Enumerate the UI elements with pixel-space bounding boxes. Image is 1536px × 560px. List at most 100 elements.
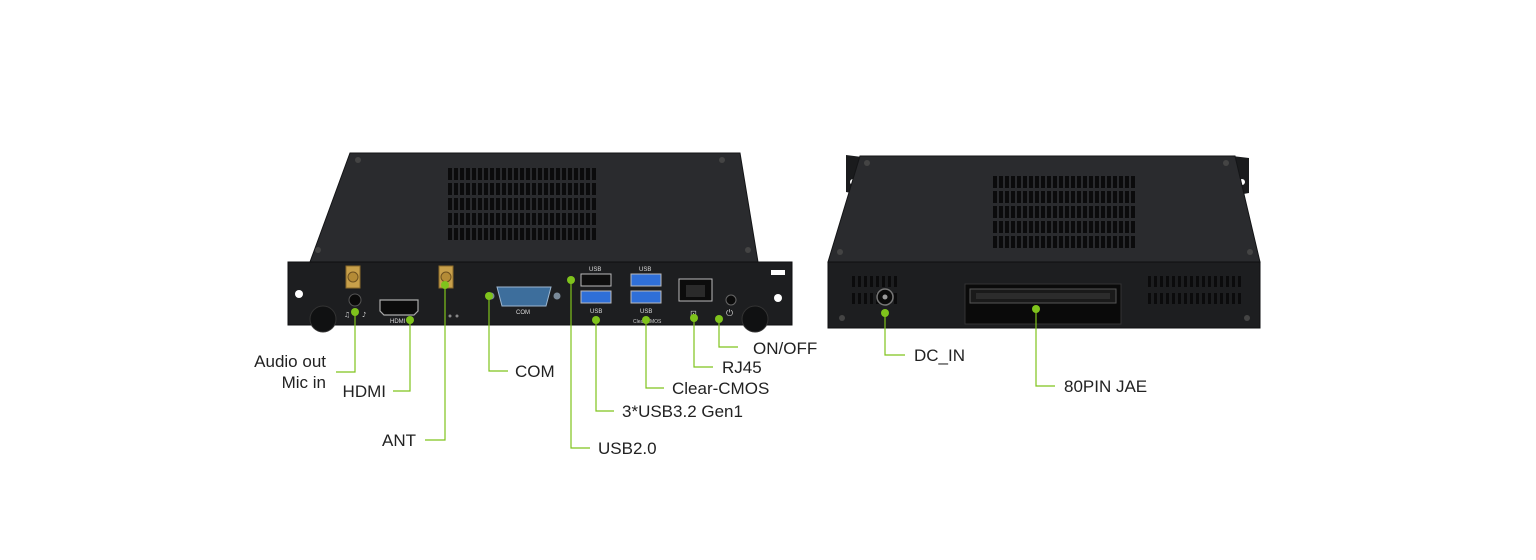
vent-slot bbox=[876, 276, 879, 287]
vent-slot bbox=[1131, 221, 1135, 233]
vent-slot bbox=[1011, 206, 1015, 218]
vent-slot bbox=[1232, 276, 1235, 287]
vent-slot bbox=[592, 228, 596, 240]
rear-side-vent-right bbox=[1148, 276, 1241, 304]
vent-slot bbox=[466, 198, 470, 210]
vent-slot bbox=[1184, 293, 1187, 304]
vent-slot bbox=[1190, 293, 1193, 304]
vent-slot bbox=[1035, 236, 1039, 248]
vent-slot bbox=[1041, 221, 1045, 233]
vent-slot bbox=[520, 183, 524, 195]
vent-slot bbox=[1059, 221, 1063, 233]
vent-slot bbox=[1059, 176, 1063, 188]
vent-slot bbox=[472, 228, 476, 240]
vent-slot bbox=[1041, 191, 1045, 203]
vent-slot bbox=[894, 293, 897, 304]
usb-port-mark: USB bbox=[639, 267, 651, 273]
vent-slot bbox=[1178, 276, 1181, 287]
jae-connector-pins bbox=[976, 293, 1110, 299]
vent-slot bbox=[1214, 276, 1217, 287]
vent-slot bbox=[858, 293, 861, 304]
leader-line-usb2 bbox=[570, 280, 590, 449]
vent-slot bbox=[1041, 236, 1045, 248]
vent-slot bbox=[460, 213, 464, 225]
vent-slot bbox=[562, 183, 566, 195]
vent-slot bbox=[460, 183, 464, 195]
vent-slot bbox=[514, 213, 518, 225]
vent-slot bbox=[496, 198, 500, 210]
vent-slot bbox=[1125, 236, 1129, 248]
hdmi-port bbox=[379, 299, 419, 316]
vent-slot bbox=[526, 228, 530, 240]
leader-line-rj45 bbox=[693, 318, 713, 368]
vent-slot bbox=[580, 228, 584, 240]
vent-slot bbox=[1131, 236, 1135, 248]
vent-slot bbox=[466, 213, 470, 225]
vent-slot bbox=[1125, 176, 1129, 188]
vent-slot bbox=[1077, 206, 1081, 218]
vent-slot bbox=[568, 168, 572, 180]
callout-dc-in: DC_IN bbox=[914, 346, 966, 365]
vent-slot bbox=[1005, 191, 1009, 203]
vent-slot bbox=[1101, 206, 1105, 218]
leader-line-hdmi bbox=[393, 320, 411, 392]
vent-slot bbox=[580, 213, 584, 225]
leader-line-usb3 bbox=[595, 320, 614, 412]
front-vent-grille bbox=[448, 168, 596, 240]
vent-slot bbox=[514, 228, 518, 240]
vent-slot bbox=[574, 183, 578, 195]
vent-slot bbox=[502, 198, 506, 210]
vent-slot bbox=[1017, 191, 1021, 203]
leader-dot bbox=[406, 316, 414, 324]
vent-slot bbox=[1011, 236, 1015, 248]
vent-slot bbox=[1154, 276, 1157, 287]
vent-slot bbox=[1172, 293, 1175, 304]
vent-slot bbox=[1148, 293, 1151, 304]
vent-slot bbox=[1190, 276, 1193, 287]
vent-slot bbox=[502, 213, 506, 225]
vent-slot bbox=[454, 168, 458, 180]
vent-slot bbox=[1035, 206, 1039, 218]
vent-slot bbox=[1119, 221, 1123, 233]
vent-slot bbox=[1029, 191, 1033, 203]
vent-slot bbox=[574, 213, 578, 225]
vent-slot bbox=[532, 183, 536, 195]
vent-slot bbox=[538, 168, 542, 180]
vent-slot bbox=[1107, 236, 1111, 248]
vent-slot bbox=[490, 228, 494, 240]
leader-line-onoff bbox=[718, 319, 738, 348]
vent-slot bbox=[1035, 191, 1039, 203]
vent-slot bbox=[999, 176, 1003, 188]
network-icon: ⊡ bbox=[690, 309, 697, 318]
vent-slot bbox=[1232, 293, 1235, 304]
vent-slot bbox=[562, 168, 566, 180]
vent-slot bbox=[1029, 206, 1033, 218]
vent-slot bbox=[454, 183, 458, 195]
vent-slot bbox=[1083, 236, 1087, 248]
vent-slot bbox=[1065, 176, 1069, 188]
vent-slot bbox=[1113, 191, 1117, 203]
vent-slot bbox=[999, 236, 1003, 248]
vent-slot bbox=[550, 228, 554, 240]
vent-slot bbox=[1059, 206, 1063, 218]
vent-slot bbox=[586, 213, 590, 225]
screw bbox=[1244, 315, 1250, 321]
vent-slot bbox=[852, 293, 855, 304]
leader-line-dcin bbox=[884, 313, 905, 356]
vent-slot bbox=[1208, 293, 1211, 304]
vent-slot bbox=[1005, 176, 1009, 188]
vent-slot bbox=[1095, 236, 1099, 248]
usb3-port bbox=[630, 273, 662, 287]
usb-port-mark: USB bbox=[640, 309, 652, 315]
vent-slot bbox=[1071, 191, 1075, 203]
vent-slot bbox=[1095, 191, 1099, 203]
vent-slot bbox=[592, 213, 596, 225]
vent-slot bbox=[586, 228, 590, 240]
vent-slot bbox=[894, 276, 897, 287]
vent-slot bbox=[1101, 221, 1105, 233]
vent-slot bbox=[496, 168, 500, 180]
vent-slot bbox=[490, 213, 494, 225]
vent-slot bbox=[550, 198, 554, 210]
vent-slot bbox=[1107, 191, 1111, 203]
